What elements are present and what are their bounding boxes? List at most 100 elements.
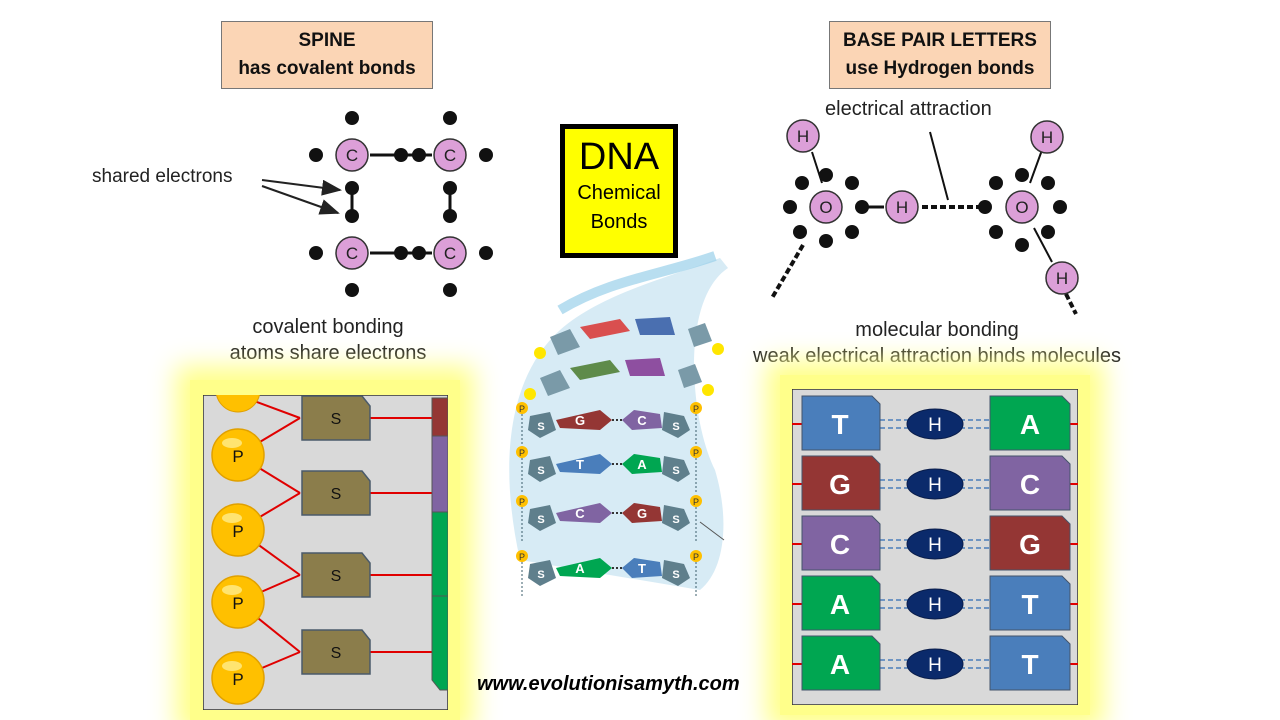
svg-text:T: T [576,457,584,472]
svg-text:S: S [537,569,544,581]
hydrogen-atom: H [1030,120,1064,154]
carbon-atom: C [433,138,467,172]
svg-text:P: P [232,447,243,466]
sugar: S [301,629,371,675]
hydrogen-atom: H [885,190,919,224]
base-right-letter: T [1021,649,1038,680]
covalent-caption-line1: covalent bonding [252,316,404,338]
electron [443,209,457,223]
electron [412,246,426,260]
dna-subtitle-line1: Chemical [577,182,661,204]
molecular-caption-line2: weak electrical attraction binds molecul… [753,345,1121,367]
electron [345,111,359,125]
base-pair-subtitle: use Hydrogen bonds [845,58,1035,79]
base-left [801,395,881,451]
electron [309,148,323,162]
electron [978,200,992,214]
base-left [801,575,881,631]
helix-rung-top [534,317,724,359]
base-right [989,635,1071,691]
base-left [801,635,881,691]
svg-text:P: P [232,670,243,689]
covalent-caption: covalent bonding atoms share electrons [200,314,456,366]
electron [443,181,457,195]
helix-rung-top [524,358,714,400]
base-right [989,515,1071,571]
electron [412,148,426,162]
hydrogen-atom: H [786,119,820,153]
svg-text:C: C [637,413,647,428]
atom-letter: C [444,146,456,165]
electron [855,200,869,214]
electron [479,148,493,162]
svg-text:S: S [537,465,544,477]
hydrogen-bond-label: H [928,595,942,616]
atom-letter: H [1056,269,1068,288]
electron [819,234,833,248]
covalent-electrons [309,111,493,297]
base-right-letter: C [1020,469,1040,500]
oxygen-atom: O [809,190,843,224]
electron [1053,200,1067,214]
base-left [801,455,881,511]
electron [783,200,797,214]
svg-text:P: P [519,404,525,414]
svg-text:G: G [575,413,585,428]
svg-text:S: S [331,486,342,503]
svg-text:C: C [575,506,585,521]
hydrogen-atom: H [1045,261,1079,295]
hydrogen-bond [906,588,964,620]
phosphate: P [211,575,265,629]
oxygen-electrons [783,168,1067,252]
sugar: S [301,552,371,598]
electron [345,209,359,223]
electron [845,176,859,190]
atom-letter: H [1041,128,1053,147]
electron [479,246,493,260]
base-right [989,455,1071,511]
base-right [989,395,1071,451]
base-left-letter: A [830,649,850,680]
bond-lines [770,131,1078,315]
svg-text:A: A [637,457,647,472]
backbone-base-edges [431,397,448,691]
svg-text:S: S [672,421,679,433]
svg-text:S: S [331,411,342,428]
backbone-panel: S S S S P P P P [203,395,448,710]
svg-text:P: P [693,448,699,458]
svg-text:P: P [693,404,699,414]
phosphate: P [211,651,265,705]
svg-text:S: S [537,514,544,526]
electron [1015,238,1029,252]
phosphate [216,395,260,413]
phosphate: P [211,503,265,557]
svg-text:P: P [232,522,243,541]
website-url[interactable]: www.evolutionisamyth.com [477,673,740,695]
svg-text:T: T [638,561,646,576]
base-right [989,575,1071,631]
spine-title-box: SPINE has covalent bonds [221,21,433,89]
sugar: S [301,470,371,516]
atom-letter: O [819,198,832,217]
dna-title: DNA [578,136,660,178]
sugar: S [301,395,371,441]
atom-letter: H [896,198,908,217]
svg-text:S: S [331,568,342,585]
svg-text:P: P [519,552,525,562]
electron [793,225,807,239]
oxygen-atom: O [1005,190,1039,224]
shared-electron-arrows [261,179,342,215]
dna-subtitle-line2: Bonds [590,211,648,233]
base-right-letter: T [1021,589,1038,620]
base-left [801,515,881,571]
electron [1041,225,1055,239]
hydrogen-bond [906,528,964,560]
electron [819,168,833,182]
hydrogen-bond [906,408,964,440]
svg-text:A: A [575,561,585,576]
electron [309,246,323,260]
